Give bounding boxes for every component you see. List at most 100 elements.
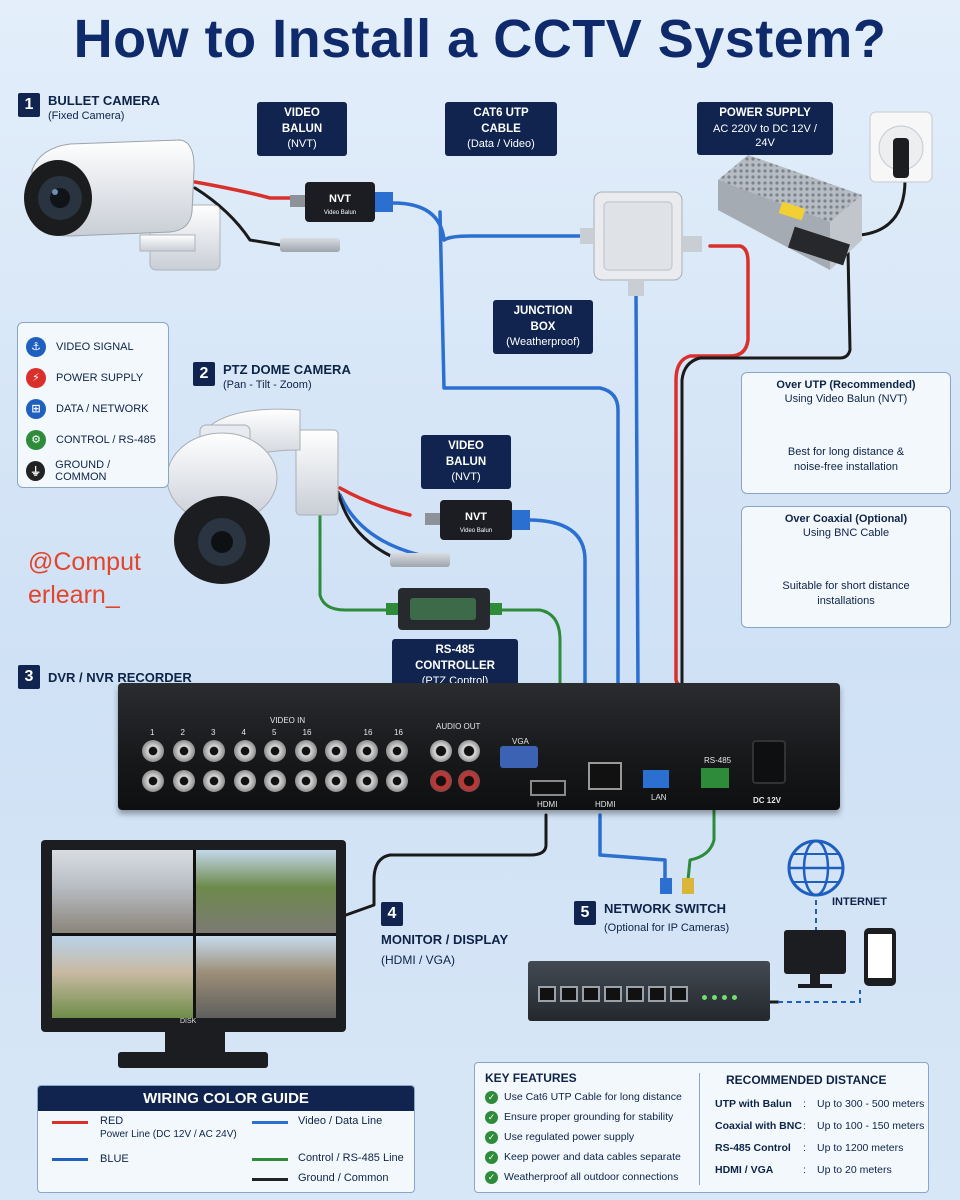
- wire-dvr-rs485-out: [686, 788, 716, 882]
- distance-row: Coaxial with BNC:Up to 100 - 150 meters: [715, 1115, 925, 1137]
- tag-video-balun-1: VIDEO BALUN (NVT): [257, 102, 347, 156]
- switch-port[interactable]: [560, 986, 578, 1002]
- bnc-video-input[interactable]: [386, 740, 408, 762]
- bnc-video-input[interactable]: [172, 770, 195, 792]
- tag-subtitle: (NVT): [287, 138, 317, 151]
- panel-subtitle: Using BNC Cable: [802, 527, 890, 539]
- feature-text: Use Cat6 UTP Cable for long distance: [504, 1091, 682, 1103]
- bnc-video-input[interactable]: [355, 770, 378, 792]
- rs485-port[interactable]: [701, 768, 729, 788]
- dc12v-label: DC 12V: [753, 796, 782, 805]
- distance-row: UTP with Balun:Up to 300 - 500 meters: [715, 1093, 925, 1115]
- bnc-video-input[interactable]: [142, 740, 164, 762]
- section-number: 1: [18, 93, 40, 117]
- colon: :: [803, 1164, 806, 1176]
- wire-rs485-to-dvr: [488, 608, 562, 692]
- tag-junction-box: JUNCTION BOX (Weatherproof): [493, 300, 593, 354]
- distance-title: RECOMMENDED DISTANCE: [726, 1073, 887, 1087]
- panel-note: Best for long distance &noise-free insta…: [742, 445, 950, 476]
- section-subtitle: (Pan - Tilt - Zoom): [223, 379, 312, 391]
- bnc-video-input[interactable]: [264, 770, 286, 792]
- switch-port[interactable]: [648, 986, 666, 1002]
- distance-value: Up to 300 - 500 meters: [817, 1098, 925, 1110]
- tag-subtitle: (NVT): [451, 471, 481, 484]
- bnc-video-input[interactable]: [294, 740, 317, 762]
- dc-port[interactable]: [752, 740, 786, 784]
- tag-subtitle: (Weatherproof): [506, 336, 580, 349]
- audio-rca-port[interactable]: [430, 770, 452, 792]
- wire-hdmi-to-monitor: [344, 813, 548, 917]
- monitor-screen: [52, 850, 336, 1018]
- colon: :: [803, 1098, 806, 1110]
- legend-item: ⚙ CONTROL / RS-485: [26, 424, 160, 455]
- bnc-video-input[interactable]: [233, 740, 256, 762]
- camera-feed-office: [52, 850, 193, 933]
- power-icon: ⚡: [26, 367, 46, 388]
- distance-key: RS-485 Control: [715, 1142, 791, 1154]
- video-signal-icon: ⚓: [26, 336, 46, 357]
- feature-text: Ensure proper grounding for stability: [504, 1111, 674, 1123]
- bnc-video-input[interactable]: [325, 770, 347, 792]
- wire-balun2-to-dvr: [526, 518, 587, 692]
- distance-key: HDMI / VGA: [715, 1164, 774, 1176]
- network-icon: ⊞: [26, 398, 46, 419]
- switch-port[interactable]: [670, 986, 688, 1002]
- guide-video-label: Video / Data Line: [298, 1115, 383, 1127]
- guide-control-label: Control / RS-485 Line: [298, 1152, 404, 1164]
- bnc-connector: [280, 238, 340, 252]
- colon: :: [803, 1120, 806, 1132]
- channel-label: 1: [150, 728, 155, 737]
- bnc-video-input[interactable]: [142, 770, 164, 792]
- rj45-switch-2: [682, 878, 694, 894]
- led: [702, 995, 707, 1000]
- tag-title: VIDEO BALUN: [281, 107, 323, 135]
- key-features-title: KEY FEATURES: [485, 1071, 577, 1085]
- switch-port[interactable]: [538, 986, 556, 1002]
- audio-rca-port[interactable]: [458, 770, 480, 792]
- coax-method-panel: Over Coaxial (Optional) Using BNC Cable …: [741, 506, 951, 628]
- guide-ground-label: Ground / Common: [298, 1172, 389, 1184]
- wire-bullet-black: [193, 186, 282, 247]
- wire-psu-black: [680, 250, 852, 742]
- monitor-brand: DISK: [180, 1018, 197, 1025]
- colon: :: [803, 1142, 806, 1154]
- bnc-video-input[interactable]: [325, 740, 347, 762]
- lan-port-1[interactable]: [588, 762, 622, 790]
- hdmi-port[interactable]: [530, 780, 566, 796]
- channel-label: 4: [241, 728, 246, 737]
- black-swatch: [252, 1178, 288, 1181]
- audio-rca-port[interactable]: [458, 740, 480, 762]
- legend-label: DATA / NETWORK: [56, 402, 149, 415]
- switch-port[interactable]: [582, 986, 600, 1002]
- section-bullet-camera: 1 BULLET CAMERA(Fixed Camera): [18, 93, 160, 122]
- switch-port[interactable]: [626, 986, 644, 1002]
- check-icon: ✓: [485, 1130, 498, 1144]
- bnc-video-input[interactable]: [294, 770, 317, 792]
- tag-title: JUNCTION BOX: [513, 305, 573, 333]
- switch-ports: [538, 986, 688, 1002]
- bnc-video-input[interactable]: [172, 740, 195, 762]
- bnc-video-input[interactable]: [203, 740, 225, 762]
- section-dvr: 3 DVR / NVR RECORDER: [18, 665, 192, 689]
- switch-port[interactable]: [604, 986, 622, 1002]
- rj45-switch-1: [660, 878, 672, 894]
- bnc-video-input[interactable]: [386, 770, 408, 792]
- channel-label: 16: [363, 728, 373, 737]
- junction-box-drawing: [580, 191, 702, 296]
- legend-item: ⚡ POWER SUPPLY: [26, 362, 160, 393]
- bnc-video-input[interactable]: [355, 740, 378, 762]
- video-swatch: [252, 1121, 288, 1124]
- green-swatch: [252, 1158, 288, 1161]
- bnc-video-input[interactable]: [264, 740, 286, 762]
- vga-port[interactable]: [500, 746, 538, 768]
- legend-item: ⚓ VIDEO SIGNAL: [26, 331, 160, 362]
- key-features-list: ✓Use Cat6 UTP Cable for long distance ✓E…: [485, 1087, 682, 1187]
- bnc-video-input[interactable]: [233, 770, 256, 792]
- red-swatch: [52, 1121, 88, 1124]
- audio-rca-port[interactable]: [430, 740, 452, 762]
- divider: [699, 1073, 700, 1185]
- legend-label: POWER SUPPLY: [56, 371, 144, 384]
- bnc-video-input[interactable]: [203, 770, 225, 792]
- usb-port[interactable]: [643, 770, 669, 788]
- section-title: NETWORK SWITCH: [604, 901, 727, 916]
